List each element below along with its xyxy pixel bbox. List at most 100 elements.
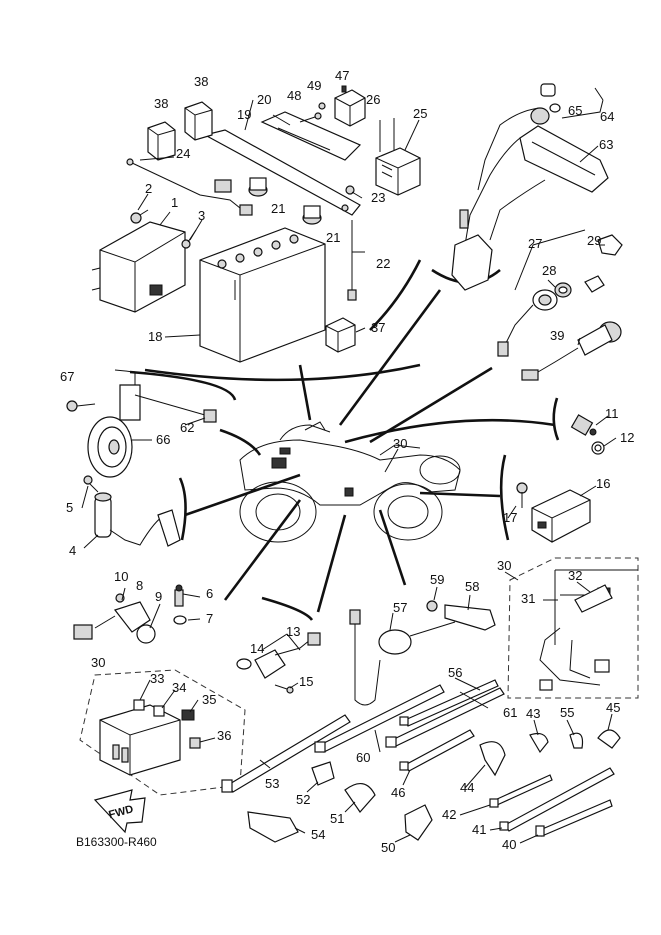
- callout-4: 4: [69, 543, 76, 558]
- callout-27: 27: [528, 236, 542, 251]
- o-ring-9: [136, 624, 156, 644]
- bolt-15: [274, 684, 294, 694]
- callout-44: 44: [460, 780, 474, 795]
- fuse-33: [133, 699, 145, 711]
- callout-14: 14: [250, 641, 264, 656]
- callout-38-b: 38: [194, 74, 208, 89]
- damper-21-b: [302, 205, 322, 225]
- clamp-44: [479, 741, 506, 777]
- relay-38-a: [147, 121, 176, 161]
- bolt-59: [426, 600, 438, 612]
- clamp-52: [311, 761, 335, 786]
- callout-43: 43: [526, 706, 540, 721]
- main-switch-27: [497, 289, 558, 357]
- speed-sensor-8: [73, 601, 151, 640]
- callout-33: 33: [150, 671, 164, 686]
- clamp-43: [529, 732, 549, 754]
- callout-42: 42: [442, 807, 456, 822]
- group-curves: [129, 259, 560, 621]
- callout-22: 22: [376, 256, 390, 271]
- callout-15: 15: [299, 674, 313, 689]
- callout-8: 8: [136, 578, 143, 593]
- clamp-54: [247, 811, 299, 843]
- ecu-unit-1: [91, 221, 186, 313]
- relay-38-b: [184, 101, 213, 141]
- callout-34: 34: [172, 680, 186, 695]
- battery-18: [199, 227, 326, 363]
- bulb-socket-64: [530, 83, 556, 125]
- callout-31: 31: [521, 591, 535, 606]
- band-40: [535, 799, 613, 837]
- bracket-58: [444, 604, 496, 631]
- callout-30-left: 30: [91, 655, 105, 670]
- callout-54: 54: [311, 827, 325, 842]
- callout-21-b: 21: [326, 230, 340, 245]
- drawing-code: B163300-R460: [76, 835, 157, 849]
- regulator-16: [531, 489, 591, 543]
- callout-62: 62: [180, 420, 194, 435]
- sensor-13: [254, 632, 321, 679]
- callout-7: 7: [206, 611, 213, 626]
- band-56: [399, 679, 499, 727]
- callout-49: 49: [307, 78, 321, 93]
- callout-58: 58: [465, 579, 479, 594]
- callout-55: 55: [560, 705, 574, 720]
- bolt-48: [299, 112, 322, 123]
- callout-29: 29: [587, 233, 601, 248]
- o-ring-14: [236, 658, 252, 670]
- callout-labels: 1 2 3 4 5 6 7 8 9 10 11 12 13 14 15 16 1…: [60, 68, 634, 855]
- callout-18: 18: [148, 329, 162, 344]
- callout-56: 56: [448, 665, 462, 680]
- callout-63: 63: [599, 137, 613, 152]
- sensor-6: [174, 584, 184, 607]
- callout-39: 39: [550, 328, 564, 343]
- rectifier-25: [375, 147, 421, 196]
- callout-64: 64: [600, 109, 614, 124]
- harness-57: [349, 609, 456, 706]
- callout-53: 53: [265, 776, 279, 791]
- callout-12: 12: [620, 430, 634, 445]
- screws-26: [379, 118, 395, 152]
- relay-37: [325, 317, 356, 353]
- callout-6: 6: [206, 586, 213, 601]
- callout-40: 40: [502, 837, 516, 852]
- dc-jack-39: [521, 321, 622, 381]
- fuse-35: [181, 709, 195, 721]
- bolt-67: [66, 400, 96, 412]
- nut-28: [554, 282, 572, 298]
- callout-19: 19: [237, 107, 251, 122]
- callout-20: 20: [257, 92, 271, 107]
- wire-lead-24: [126, 158, 253, 216]
- band-46: [399, 729, 475, 772]
- collar-49: [318, 102, 326, 110]
- callout-26: 26: [366, 92, 380, 107]
- horn-66: [87, 369, 141, 478]
- callout-50: 50: [381, 840, 395, 855]
- screw-2: [130, 209, 149, 224]
- callout-48: 48: [287, 88, 301, 103]
- sensor-11: [570, 414, 597, 436]
- clamp-51: [344, 783, 376, 813]
- callout-59: 59: [430, 572, 444, 587]
- key-29: [584, 234, 623, 293]
- callout-35: 35: [202, 692, 216, 707]
- washer-7: [173, 615, 187, 625]
- callout-17: 17: [503, 510, 517, 525]
- meter-assembly-63: [464, 107, 609, 246]
- callout-10: 10: [114, 569, 128, 584]
- callout-32: 32: [568, 568, 582, 583]
- callout-16: 16: [596, 476, 610, 491]
- callout-38-a: 38: [154, 96, 168, 111]
- callout-30-right: 30: [497, 558, 511, 573]
- fuse-box-group: [79, 669, 246, 796]
- callout-36: 36: [217, 728, 231, 743]
- callout-67: 67: [60, 369, 74, 384]
- band-61: [385, 687, 505, 748]
- callout-57: 57: [393, 600, 407, 615]
- callout-1: 1: [171, 195, 178, 210]
- leader-lines: [81, 87, 617, 844]
- callout-2: 2: [145, 181, 152, 196]
- clamp-55: [569, 732, 584, 749]
- forward-arrow: FWD: [93, 789, 146, 834]
- bulb-65: [549, 103, 561, 113]
